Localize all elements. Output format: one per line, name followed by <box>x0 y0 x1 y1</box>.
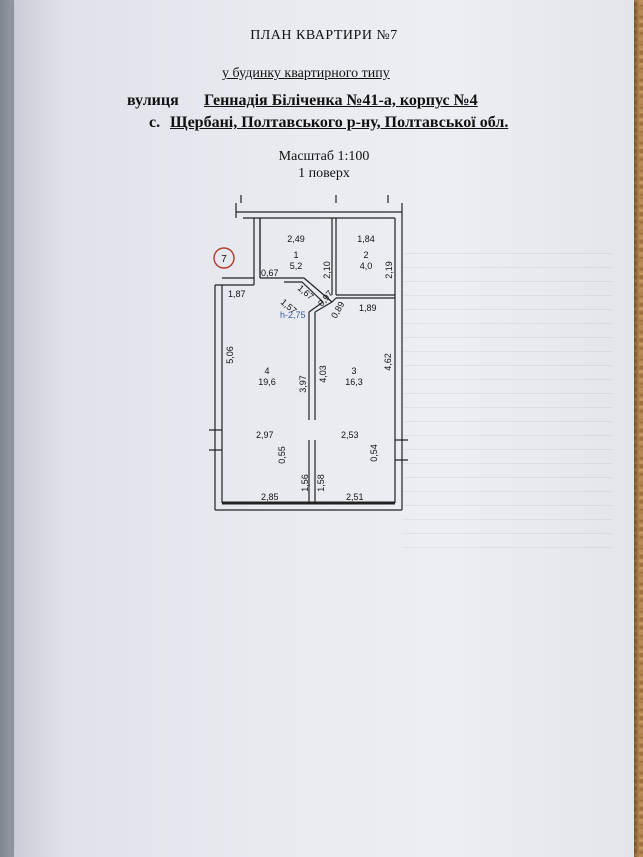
building-type: у будинку квартирного типу <box>222 66 390 81</box>
dim-1-87: 1,87 <box>228 289 246 299</box>
dim-4-03: 4,03 <box>318 365 328 383</box>
dim-2-51: 2,51 <box>346 492 364 502</box>
dim-2-19: 2,19 <box>384 261 394 279</box>
room-3-number: 3 <box>351 366 356 376</box>
faint-ruled-lines <box>402 240 612 560</box>
village-value: Щербані, Полтавського р-ну, Полтавської … <box>170 114 509 131</box>
dim-5-06: 5,06 <box>225 346 235 364</box>
village-label: с. <box>149 114 161 131</box>
dim-2-85: 2,85 <box>261 492 279 502</box>
dim-0-67: 0,67 <box>261 268 279 278</box>
dim-2-10: 2,10 <box>322 261 332 279</box>
floor-label: 1 поверх <box>298 166 350 181</box>
partition-walls <box>209 195 408 503</box>
document-page: ПЛАН КВАРТИРИ №7 у будинку квартирного т… <box>14 0 634 857</box>
dim-1-84: 1,84 <box>357 234 375 244</box>
dim-2-49: 2,49 <box>287 234 305 244</box>
apartment-marker: 7 <box>221 254 227 265</box>
room-2-number: 2 <box>363 250 368 260</box>
dim-2-53: 2,53 <box>341 430 359 440</box>
street-value: Геннадія Біліченка №41-а, корпус №4 <box>204 92 478 109</box>
room-2-area: 4,0 <box>360 261 373 271</box>
dim-1-89: 1,89 <box>359 303 377 313</box>
room-3-area: 16,3 <box>345 377 363 387</box>
dim-2-97: 2,97 <box>256 430 274 440</box>
ceiling-height: h-2,75 <box>280 310 306 320</box>
dim-1-58: 1,58 <box>316 474 326 492</box>
dim-0-54: 0,54 <box>369 444 379 462</box>
scale-label: Масштаб 1:100 <box>278 149 370 164</box>
dim-4-62: 4,62 <box>383 353 393 371</box>
document-title: ПЛАН КВАРТИРИ №7 <box>250 28 398 43</box>
dim-1-56: 1,56 <box>300 474 310 492</box>
street-label: вулиця <box>127 92 179 109</box>
dim-3-97: 3,97 <box>298 375 308 393</box>
room-1-number: 1 <box>293 250 298 260</box>
apartment-marker-circle <box>213 247 235 269</box>
plan-labels: 7 h-2,75 1 5,2 2 4,0 3 16,3 4 19,6 2,49 … <box>221 234 394 502</box>
dim-0-55: 0,55 <box>277 446 287 464</box>
room-4-area: 19,6 <box>258 377 276 387</box>
room-1-area: 5,2 <box>290 261 303 271</box>
floor-plan: 7 h-2,75 1 5,2 2 4,0 3 16,3 4 19,6 2,49 … <box>209 195 408 511</box>
room-4-number: 4 <box>264 366 269 376</box>
